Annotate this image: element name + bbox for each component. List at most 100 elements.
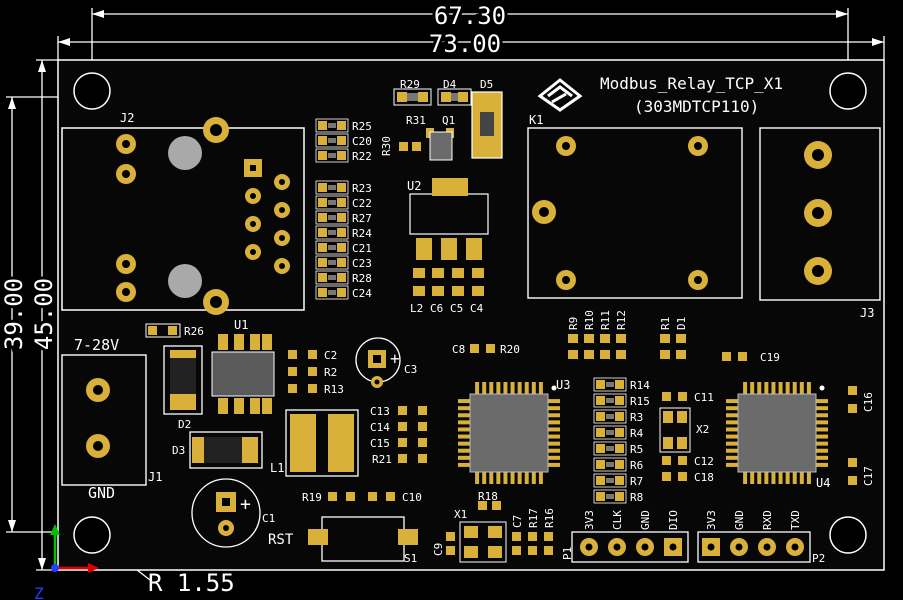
- passive-r7: R7: [593, 473, 643, 488]
- mounting-holes: [73, 72, 867, 554]
- r19-c10: R19 C10: [302, 491, 422, 504]
- label-c5: C5: [450, 302, 463, 315]
- c3-capacitor: + C3: [355, 337, 417, 388]
- label-c15: C15: [370, 437, 390, 450]
- mounting-hole-bottom-right: [829, 516, 867, 554]
- label-c1: C1: [262, 512, 275, 525]
- label-d5: D5: [480, 78, 493, 91]
- p1-pin-clk: CLK: [608, 510, 626, 556]
- label-c3: C3: [404, 363, 417, 376]
- label-c9: C9: [432, 543, 445, 556]
- passive-r24: R24: [315, 225, 372, 240]
- s1-reset-switch: RST S1: [268, 516, 418, 565]
- l2-c6-c5-c4: L2 C6 C5 C4: [410, 268, 484, 315]
- c13-c14-c15-r21: C13 C14 C15 R21: [370, 405, 427, 466]
- label-r3: R3: [630, 411, 643, 424]
- p2-label-rxd: RXD: [761, 510, 774, 530]
- dimension-height-board: 45.00: [30, 278, 58, 350]
- passive-c22: C22: [315, 195, 372, 210]
- d2-diode: D2: [163, 345, 203, 431]
- p2-label-txd: TXD: [789, 510, 802, 530]
- p2-pin-rxd: RXD: [758, 510, 776, 556]
- label-r19: R19: [302, 491, 322, 504]
- label-p1: P1: [561, 547, 574, 560]
- dimension-height-inner: 39.00: [0, 278, 28, 350]
- j1-power-terminal: 7-28V GND J1: [61, 336, 162, 502]
- dimension-width-outer: 67.30: [434, 2, 506, 30]
- label-r9: R9: [567, 317, 580, 330]
- logo: [537, 78, 583, 112]
- label-r27: R27: [352, 212, 372, 225]
- c2-r2-r13: C2 R2 R13: [288, 349, 344, 396]
- label-r5: R5: [630, 443, 643, 456]
- x1-crystal: X1 R18 C9 C7 R17 R16: [432, 490, 556, 563]
- mounting-hole-top-right: [829, 72, 867, 110]
- passive-r27: R27: [315, 210, 372, 225]
- label-r29: R29: [400, 78, 420, 91]
- passive-r23: R23: [315, 180, 372, 195]
- svg-text:+: +: [390, 349, 400, 368]
- label-r20: R20: [500, 343, 520, 356]
- axis-indicator: Z: [34, 524, 99, 600]
- label-r4: R4: [630, 427, 644, 440]
- j3-terminal: J3: [759, 127, 881, 320]
- label-r25: R25: [352, 120, 372, 133]
- label-c17: C17: [862, 466, 875, 486]
- label-c23: C23: [352, 257, 372, 270]
- p1-label-clk: CLK: [611, 510, 624, 530]
- label-j1: J1: [148, 470, 162, 484]
- c1-capacitor: + C1: [191, 478, 275, 548]
- p1-pin-dio: DIO: [664, 510, 682, 556]
- svg-text:+: +: [240, 494, 251, 515]
- passive-c24: C24: [315, 285, 372, 300]
- p2-pin-txd: TXD: [786, 510, 804, 556]
- label-r11: R11: [599, 310, 612, 330]
- label-u2: U2: [407, 179, 421, 193]
- label-c12: C12: [694, 455, 714, 468]
- reset-label: RST: [268, 532, 294, 548]
- dimension-arrows: [8, 10, 884, 570]
- dimension-hole-radius: R 1.55: [148, 569, 235, 597]
- label-c4: C4: [470, 302, 484, 315]
- label-r28: R28: [352, 272, 372, 285]
- label-r2: R2: [324, 366, 337, 379]
- passive-r3: R3: [593, 409, 643, 424]
- label-c2: C2: [324, 349, 337, 362]
- gnd-label: GND: [88, 484, 115, 502]
- passive-r14: R14: [593, 377, 650, 392]
- label-r12: R12: [615, 310, 628, 330]
- label-p2: P2: [812, 552, 825, 565]
- board-title: Modbus_Relay_TCP_X1: [600, 74, 783, 93]
- dimension-width-board: 73.00: [429, 30, 501, 58]
- label-x2: X2: [696, 423, 709, 436]
- u4-chip: [726, 382, 828, 484]
- label-u1: U1: [234, 318, 248, 332]
- p2-label-gnd: GND: [733, 510, 746, 530]
- ethernet-pads: [116, 117, 290, 315]
- passive-r15: R15: [593, 393, 650, 408]
- c8-r20: C8 R20: [452, 343, 520, 356]
- board-part-number: (303MDTCP110): [634, 97, 759, 116]
- label-c14: C14: [370, 421, 390, 434]
- label-r15: R15: [630, 395, 650, 408]
- passive-r4: R4: [593, 425, 644, 440]
- top-small-parts: R29 D4 D5 R31 Q1 R30: [380, 78, 503, 161]
- passive-r6: R6: [593, 457, 643, 472]
- u3-chip: [458, 382, 560, 484]
- label-r1: R1: [659, 317, 672, 330]
- label-j3: J3: [860, 306, 874, 320]
- u1-chip: U1: [211, 318, 275, 414]
- ethernet-connector-outline: [61, 127, 305, 311]
- passive-r8: R8: [593, 489, 643, 504]
- label-c7: C7: [511, 515, 524, 528]
- label-c11: C11: [694, 391, 714, 404]
- axis-z-label: Z: [34, 584, 44, 600]
- label-r13: R13: [324, 383, 344, 396]
- label-j2: J2: [120, 111, 134, 125]
- p2-pin-gnd: GND: [730, 510, 748, 556]
- label-r6: R6: [630, 459, 643, 472]
- dimension-lines: [6, 8, 885, 581]
